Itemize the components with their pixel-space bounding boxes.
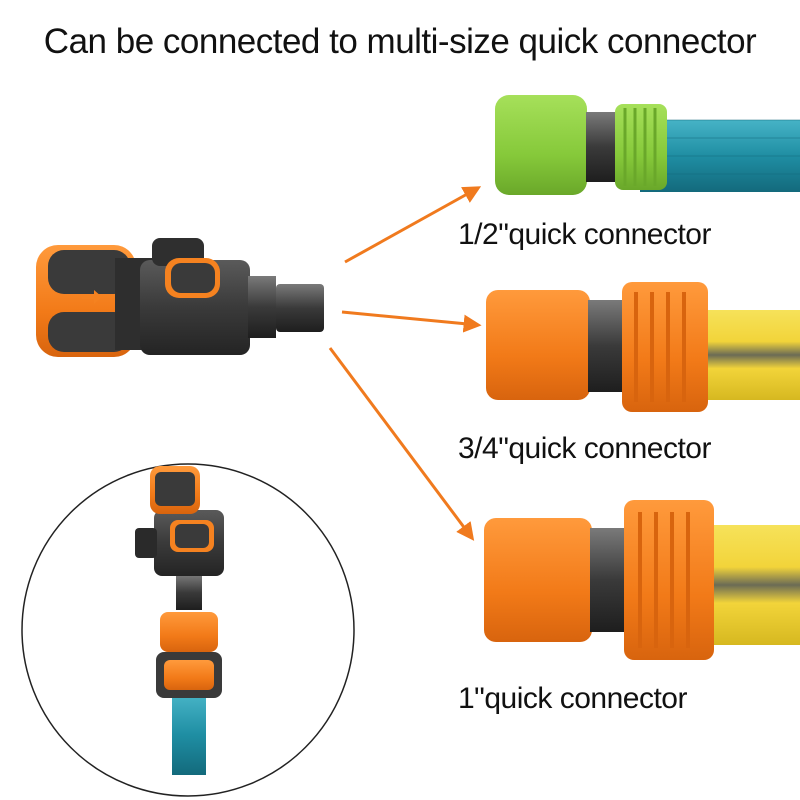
- half-inch-connector-label: 1/2"quick connector: [458, 218, 711, 251]
- hose-valve-connector: [36, 238, 324, 357]
- one-inch-connector-label: 1"quick connector: [458, 682, 687, 715]
- flow-arrow-icon: [82, 290, 102, 304]
- one-inch-connector-image: [484, 500, 800, 660]
- arrow-to-three-quarter-inch: [341, 310, 482, 333]
- headline: Can be connected to multi-size quick con…: [43, 22, 757, 61]
- inset-connection-view: [21, 463, 355, 797]
- three-quarter-inch-connector-label: 3/4"quick connector: [458, 432, 711, 465]
- three-quarter-inch-connector-image: [486, 282, 800, 412]
- half-inch-connector-image: [495, 95, 800, 195]
- arrow-to-half-inch: [344, 186, 482, 264]
- arrow-to-one-inch: [328, 347, 475, 541]
